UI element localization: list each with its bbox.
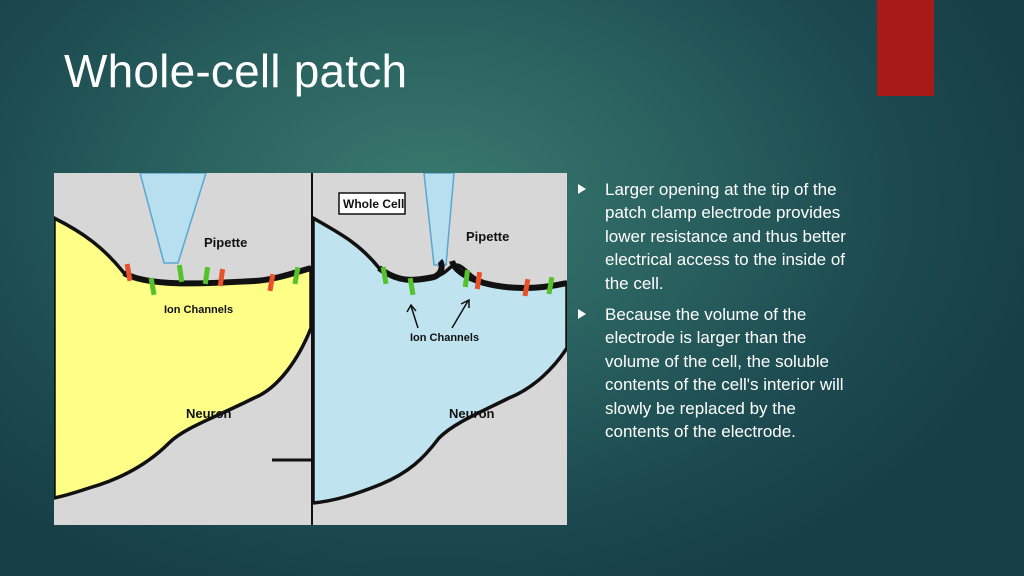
ion-channel-pointer-2-head — [460, 298, 470, 308]
left-channel-1 — [124, 263, 133, 282]
bullet-list: Larger opening at the tip of the patch c… — [578, 178, 858, 451]
bullet-text-2: Because the volume of the electrode is l… — [605, 305, 844, 442]
whole-cell-diagram: Pipette Ion Channels Neuron — [54, 173, 567, 525]
slide-title: Whole-cell patch — [64, 45, 408, 97]
left-pipette-shape — [139, 173, 207, 264]
left-channel-2 — [148, 277, 157, 296]
right-ion-channels-label: Ion Channels — [410, 332, 479, 344]
right-ion-channels — [380, 266, 555, 297]
whole-cell-badge — [338, 192, 406, 215]
left-channel-4 — [202, 266, 211, 285]
right-membrane-left — [377, 258, 445, 283]
left-channel-6 — [267, 273, 276, 292]
left-channel-7 — [292, 266, 301, 285]
triangle-bullet-icon — [578, 184, 586, 194]
ion-channel-pointer-1 — [410, 305, 419, 329]
right-channel-5 — [522, 278, 531, 297]
accent-bar — [877, 0, 934, 96]
right-channel-4 — [474, 271, 483, 290]
right-channel-1 — [380, 266, 389, 285]
right-membrane-right — [449, 259, 567, 291]
whole-cell-badge-label: Whole Cell — [343, 197, 404, 211]
ion-channel-pointer-1-head — [406, 303, 417, 313]
left-channel-3 — [176, 264, 185, 283]
right-channel-3 — [462, 269, 471, 288]
bullet-text-1: Larger opening at the tip of the patch c… — [605, 180, 846, 293]
left-channel-5 — [217, 268, 226, 287]
left-pipette-label: Pipette — [204, 235, 247, 250]
ion-channel-pointer-2 — [451, 300, 469, 329]
right-pipette-label: Pipette — [466, 229, 509, 244]
left-ion-channels — [124, 263, 301, 296]
right-channel-2 — [407, 277, 416, 296]
bullet-item-1: Larger opening at the tip of the patch c… — [578, 178, 858, 295]
bullet-item-2: Because the volume of the electrode is l… — [578, 303, 858, 443]
left-neuron-label: Neuron — [186, 406, 232, 421]
triangle-bullet-icon — [578, 309, 586, 320]
left-ion-channels-label: Ion Channels — [164, 304, 233, 316]
right-neuron-label: Neuron — [449, 406, 495, 421]
right-panel: Whole Cell Pipette Ion Channels Neuron — [311, 173, 567, 525]
left-panel: Pipette Ion Channels Neuron — [54, 173, 343, 525]
right-channel-6 — [546, 276, 555, 295]
right-pipette-shape — [423, 173, 455, 266]
